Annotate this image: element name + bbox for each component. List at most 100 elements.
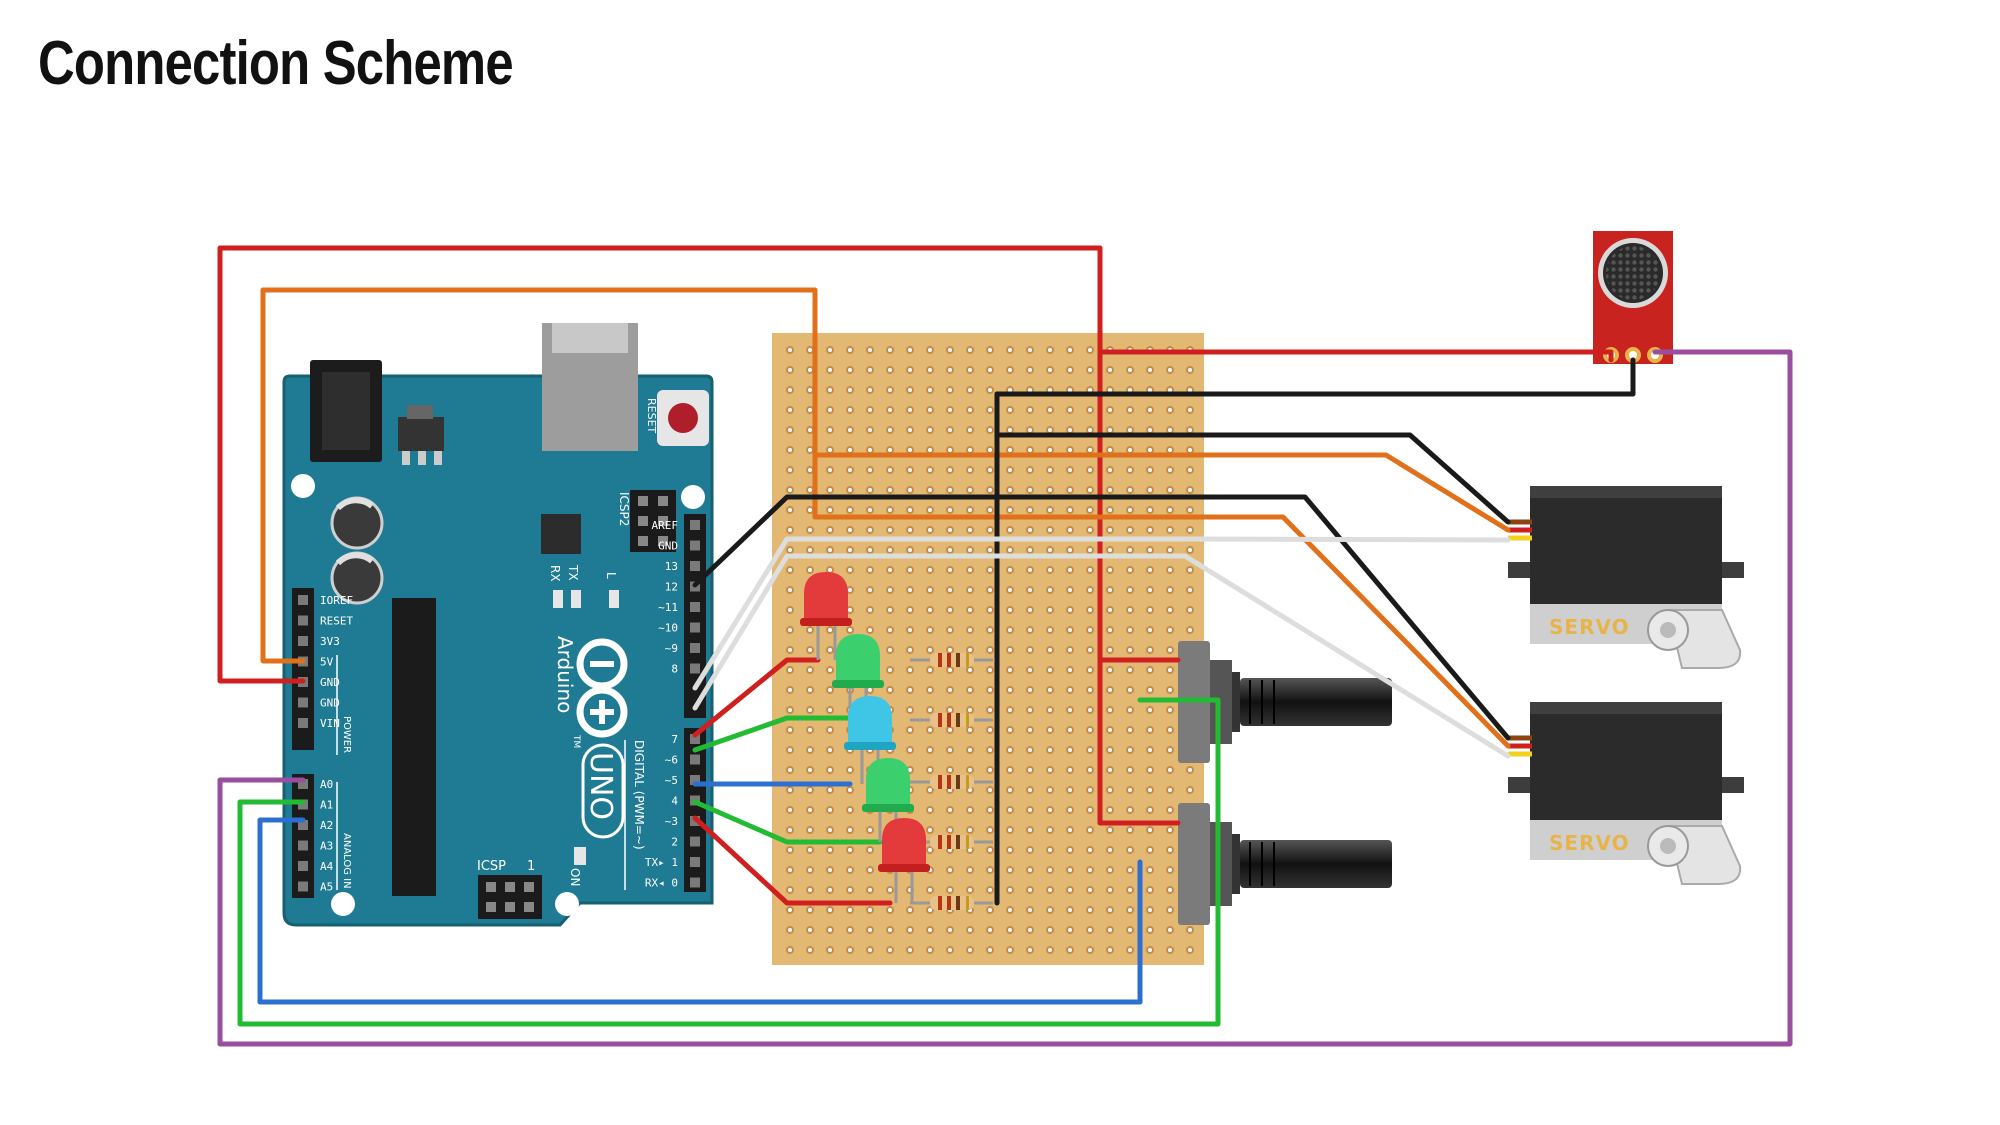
on-led [574, 847, 586, 865]
orange-wire-3v3 [260, 287, 818, 664]
header-pin [690, 877, 700, 888]
header-pin [690, 602, 700, 612]
power-label: POWER [341, 716, 352, 753]
header-pin [690, 520, 700, 530]
black-wire-gnd [692, 494, 1000, 588]
pin-label: 2 [671, 836, 678, 849]
pin-label: A3 [320, 840, 333, 853]
header-pin [298, 820, 308, 830]
pin-label: ~6 [665, 754, 678, 767]
black-wire-servo2 [994, 494, 1511, 741]
icsp2-label: ICSP2 [617, 492, 631, 526]
pin-label: ~10 [658, 622, 678, 635]
pin-label: VIN [320, 717, 340, 730]
black-wire-sensor [994, 357, 1636, 397]
red-wire-pin3 [692, 815, 893, 906]
potentiometer [1178, 641, 1392, 763]
analog-header [292, 774, 314, 898]
sound-sensor [1593, 231, 1673, 364]
pin-label: 13 [665, 560, 678, 573]
pin-label: A2 [320, 819, 333, 832]
header-pin [690, 622, 700, 633]
l-led [609, 590, 619, 608]
pin-label: A4 [320, 860, 334, 873]
pin-label: A1 [320, 799, 333, 812]
arduino-board: RESET ICSP2 ICSP 1 [282, 323, 714, 927]
header-pin [690, 857, 700, 867]
red-wire-sensor [1097, 349, 1614, 363]
servo-motor: SERVO [1508, 702, 1744, 885]
white-wire-pin9 [692, 536, 1511, 691]
pin-label: 8 [671, 663, 678, 676]
orange-wire-servo2 [812, 514, 1511, 749]
icsp-header [478, 875, 542, 919]
pin-label: ~5 [665, 774, 678, 787]
digital-header-top [684, 514, 706, 718]
icsp2-header [630, 490, 676, 552]
pin-label: 12 [665, 581, 678, 594]
red-wire-pin7 [692, 657, 821, 738]
arduino-logo [576, 638, 628, 738]
servo-label: SERVO [1549, 615, 1630, 639]
digital-header-bottom [684, 728, 706, 892]
header-pin [690, 775, 700, 785]
header-pin [690, 540, 700, 551]
purple-wire-a0 [217, 349, 1793, 1047]
resistor [910, 713, 993, 727]
header-pin [690, 663, 700, 674]
led-cyan [844, 696, 896, 784]
l-label: L [604, 572, 618, 579]
header-pin [298, 595, 308, 605]
tx-label: TX [566, 564, 580, 581]
microcontroller-chip [392, 598, 436, 896]
resistor [910, 653, 993, 667]
pin-label: GND [320, 697, 340, 710]
trademark-label: TM [571, 734, 581, 748]
page-title: Connection Scheme [38, 29, 514, 98]
icsp-label: ICSP [477, 859, 506, 874]
servo-motor: SERVO [1508, 486, 1744, 669]
pin-label: ~3 [665, 815, 678, 828]
pin-label: A0 [320, 778, 333, 791]
power-header [292, 588, 314, 750]
header-pin [298, 697, 308, 708]
pin-label: RX◂ 0 [645, 877, 678, 890]
green-wire-a1 [237, 697, 1221, 1027]
tx-led [571, 590, 581, 608]
on-label: ON [568, 868, 582, 886]
resistor [910, 775, 993, 789]
header-pin [690, 754, 700, 765]
header-pin [690, 734, 700, 744]
pin-label: ~9 [665, 642, 678, 655]
header-pin [298, 779, 308, 789]
pin-label: 4 [671, 795, 678, 808]
red-wire-5v [217, 245, 1181, 826]
usb-chip [541, 514, 581, 554]
servo-label: SERVO [1549, 831, 1630, 855]
green-wire-pin6 [692, 715, 853, 753]
rx-led [553, 590, 563, 608]
pin-label: 7 [671, 733, 678, 746]
header-pin [690, 643, 700, 653]
uno-badge [581, 743, 625, 839]
pin-label: ~11 [658, 601, 678, 614]
pin-label: GND [320, 676, 340, 689]
digital-label: DIGITAL (PWM=~) [632, 740, 646, 850]
pin-label: RESET [320, 615, 353, 628]
header-pin [298, 615, 308, 626]
blue-wire-a2 [257, 817, 1143, 1005]
black-wire-servo1 [994, 432, 1511, 525]
header-pin [298, 840, 308, 851]
pin-label: TX▸ 1 [645, 856, 678, 869]
header-pin [298, 881, 308, 892]
led-red [878, 818, 930, 903]
wires [217, 245, 1793, 1047]
pin-label: IOREF [320, 594, 353, 607]
brand-label: Arduino [553, 636, 577, 713]
pin-label: 5V [320, 656, 334, 669]
led-green [832, 634, 884, 718]
rx-label: RX [548, 565, 562, 582]
model-label: UNO [583, 752, 618, 820]
header-pin [298, 636, 308, 646]
header-pin [298, 861, 308, 871]
